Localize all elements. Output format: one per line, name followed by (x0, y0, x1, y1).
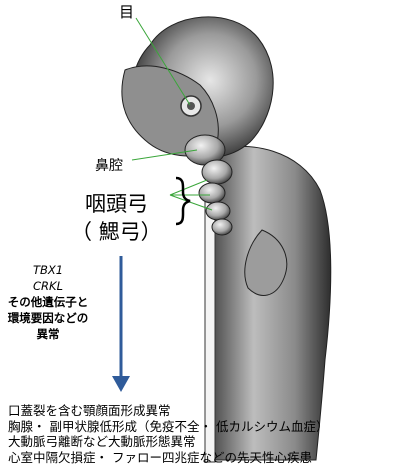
arch-2 (206, 202, 230, 220)
branchial-arch-label: （ 鰓弓） (71, 216, 162, 246)
gene-crkl: CRKL (2, 278, 94, 294)
nasal-cavity-label: 鼻腔 (95, 155, 123, 175)
arch-brace (176, 178, 190, 224)
outcome-item: 口蓋裂を含む顎顔面形成異常 (8, 403, 400, 419)
pharyngeal-arch-label: 咽頭弓 (85, 188, 148, 218)
outcome-item: 大動脈弓離断など大動脈形態異常 (8, 434, 400, 450)
eye-inner (187, 102, 195, 110)
factor-line-3: 異常 (2, 326, 94, 342)
causal-factors: TBX1 CRKL その他遺伝子と 環境要因などの 異常 (2, 262, 94, 342)
outcome-item: 心室中隔欠損症・ ファロー四兆症などの先天性心疾患 (8, 450, 400, 466)
factor-line-2: 環境要因などの (2, 310, 94, 326)
down-arrow (112, 256, 130, 392)
arch-3 (212, 219, 232, 235)
factor-line-1: その他遺伝子と (2, 294, 94, 310)
arch-1 (199, 183, 225, 203)
eye-label: 目 (119, 1, 134, 22)
gene-tbx1: TBX1 (2, 262, 94, 278)
outcome-list: 口蓋裂を含む顎顔面形成異常 胸腺・ 副甲状腺低形成（免疫不全・ 低カルシウム血症… (8, 403, 400, 465)
outcome-item: 胸腺・ 副甲状腺低形成（免疫不全・ 低カルシウム血症） (8, 419, 400, 435)
